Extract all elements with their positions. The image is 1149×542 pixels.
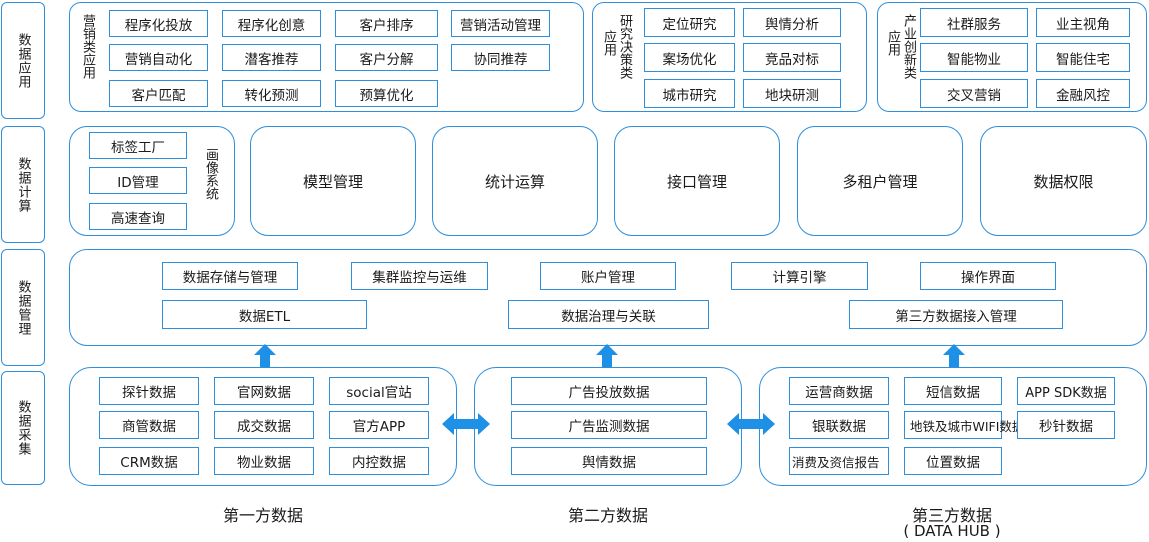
app-item[interactable]: 转化预测 [222, 80, 321, 107]
app-item[interactable]: 业主视角 [1036, 8, 1130, 37]
marketing-apps-label: 营销类应用 [80, 14, 95, 79]
collection-item[interactable]: 运营商数据 [789, 377, 889, 405]
app-item[interactable]: 智能物业 [920, 43, 1028, 72]
profile-system-label: 画像系统 [203, 148, 218, 200]
collection-item[interactable]: 短信数据 [904, 377, 1002, 405]
management-item[interactable]: 账户管理 [540, 262, 676, 290]
collection-item[interactable]: 探针数据 [99, 377, 199, 405]
app-item[interactable]: 客户排序 [335, 10, 438, 37]
compute-module[interactable]: 统计运算 [432, 126, 598, 236]
profile-item[interactable]: ID管理 [89, 167, 187, 194]
collection-item[interactable]: 物业数据 [214, 447, 314, 475]
collection-item[interactable]: 内控数据 [329, 447, 429, 475]
app-item[interactable]: 城市研究 [644, 79, 735, 108]
management-item[interactable]: 数据ETL [162, 300, 367, 329]
industry-apps-label-b: 产业创新类 [901, 14, 916, 79]
industry-apps-label-a: 应用 [885, 30, 900, 56]
third-party-title: 第三方数据 [911, 506, 992, 525]
collection-item[interactable]: 舆情数据 [511, 447, 707, 475]
collection-item[interactable]: 商管数据 [99, 411, 199, 439]
first-party-title: 第一方数据 [222, 506, 303, 525]
side-label-management: 数据管理 [1, 249, 45, 366]
collection-item[interactable]: social官站 [329, 377, 429, 405]
app-item[interactable]: 营销自动化 [109, 44, 208, 71]
app-item[interactable]: 预算优化 [335, 80, 438, 107]
app-item[interactable]: 竞品对标 [743, 43, 841, 72]
app-item[interactable]: 定位研究 [644, 8, 735, 37]
collection-item[interactable]: 官方APP [329, 411, 429, 439]
double-arrow-icon [727, 413, 775, 435]
up-arrow-icon [943, 344, 965, 370]
app-item[interactable]: 协同推荐 [451, 44, 550, 71]
up-arrow-icon [254, 344, 276, 370]
app-item[interactable]: 地块研测 [743, 79, 841, 108]
management-item[interactable]: 第三方数据接入管理 [849, 300, 1063, 329]
app-item[interactable]: 营销活动管理 [451, 10, 550, 37]
app-item[interactable]: 程序化投放 [109, 10, 208, 37]
compute-module[interactable]: 数据权限 [980, 126, 1147, 236]
collection-item[interactable]: 银联数据 [789, 411, 889, 439]
research-apps-label-a: 应用 [601, 30, 616, 56]
collection-item[interactable]: APP SDK数据 [1017, 377, 1115, 405]
collection-item[interactable]: 秒针数据 [1017, 411, 1115, 439]
compute-module[interactable]: 接口管理 [614, 126, 780, 236]
collection-item[interactable]: 广告投放数据 [511, 377, 707, 405]
app-item[interactable]: 社群服务 [920, 8, 1028, 37]
profile-item[interactable]: 标签工厂 [89, 132, 187, 159]
double-arrow-icon [442, 413, 490, 435]
app-item[interactable]: 案场优化 [644, 43, 735, 72]
app-item[interactable]: 客户匹配 [109, 80, 208, 107]
app-item[interactable]: 智能住宅 [1036, 43, 1130, 72]
collection-item[interactable]: 官网数据 [214, 377, 314, 405]
side-label-compute: 数据计算 [1, 126, 45, 243]
management-item[interactable]: 计算引擎 [731, 262, 868, 290]
collection-item[interactable]: 成交数据 [214, 411, 314, 439]
app-item[interactable]: 客户分解 [335, 44, 438, 71]
app-item[interactable]: 交叉营销 [920, 79, 1028, 108]
management-item[interactable]: 数据存储与管理 [162, 262, 298, 290]
collection-item[interactable]: 地铁及城市WIFI数据 [904, 411, 1024, 439]
app-item[interactable]: 程序化创意 [222, 10, 321, 37]
up-arrow-icon [596, 344, 618, 370]
compute-module[interactable]: 模型管理 [250, 126, 416, 236]
management-item[interactable]: 数据治理与关联 [508, 300, 709, 329]
app-item[interactable]: 金融风控 [1036, 79, 1130, 108]
research-apps-label-b: 研究决策类 [617, 14, 632, 79]
profile-item[interactable]: 高速查询 [89, 203, 187, 230]
management-item[interactable]: 集群监控与运维 [351, 262, 488, 290]
second-party-title: 第二方数据 [567, 506, 648, 525]
collection-item[interactable]: 广告监测数据 [511, 411, 707, 439]
collection-item[interactable]: CRM数据 [99, 447, 199, 475]
side-label-collection: 数据采集 [1, 371, 45, 485]
collection-item[interactable]: 位置数据 [904, 447, 1002, 475]
side-label-application: 数据应用 [1, 2, 45, 119]
collection-item[interactable]: 消费及资信报告 [789, 447, 889, 475]
app-item[interactable]: 舆情分析 [743, 8, 841, 37]
management-item[interactable]: 操作界面 [920, 262, 1056, 290]
app-item[interactable]: 潜客推荐 [222, 44, 321, 71]
compute-module[interactable]: 多租户管理 [797, 126, 963, 236]
third-party-subtitle: ( DATA HUB ) [903, 522, 1001, 540]
